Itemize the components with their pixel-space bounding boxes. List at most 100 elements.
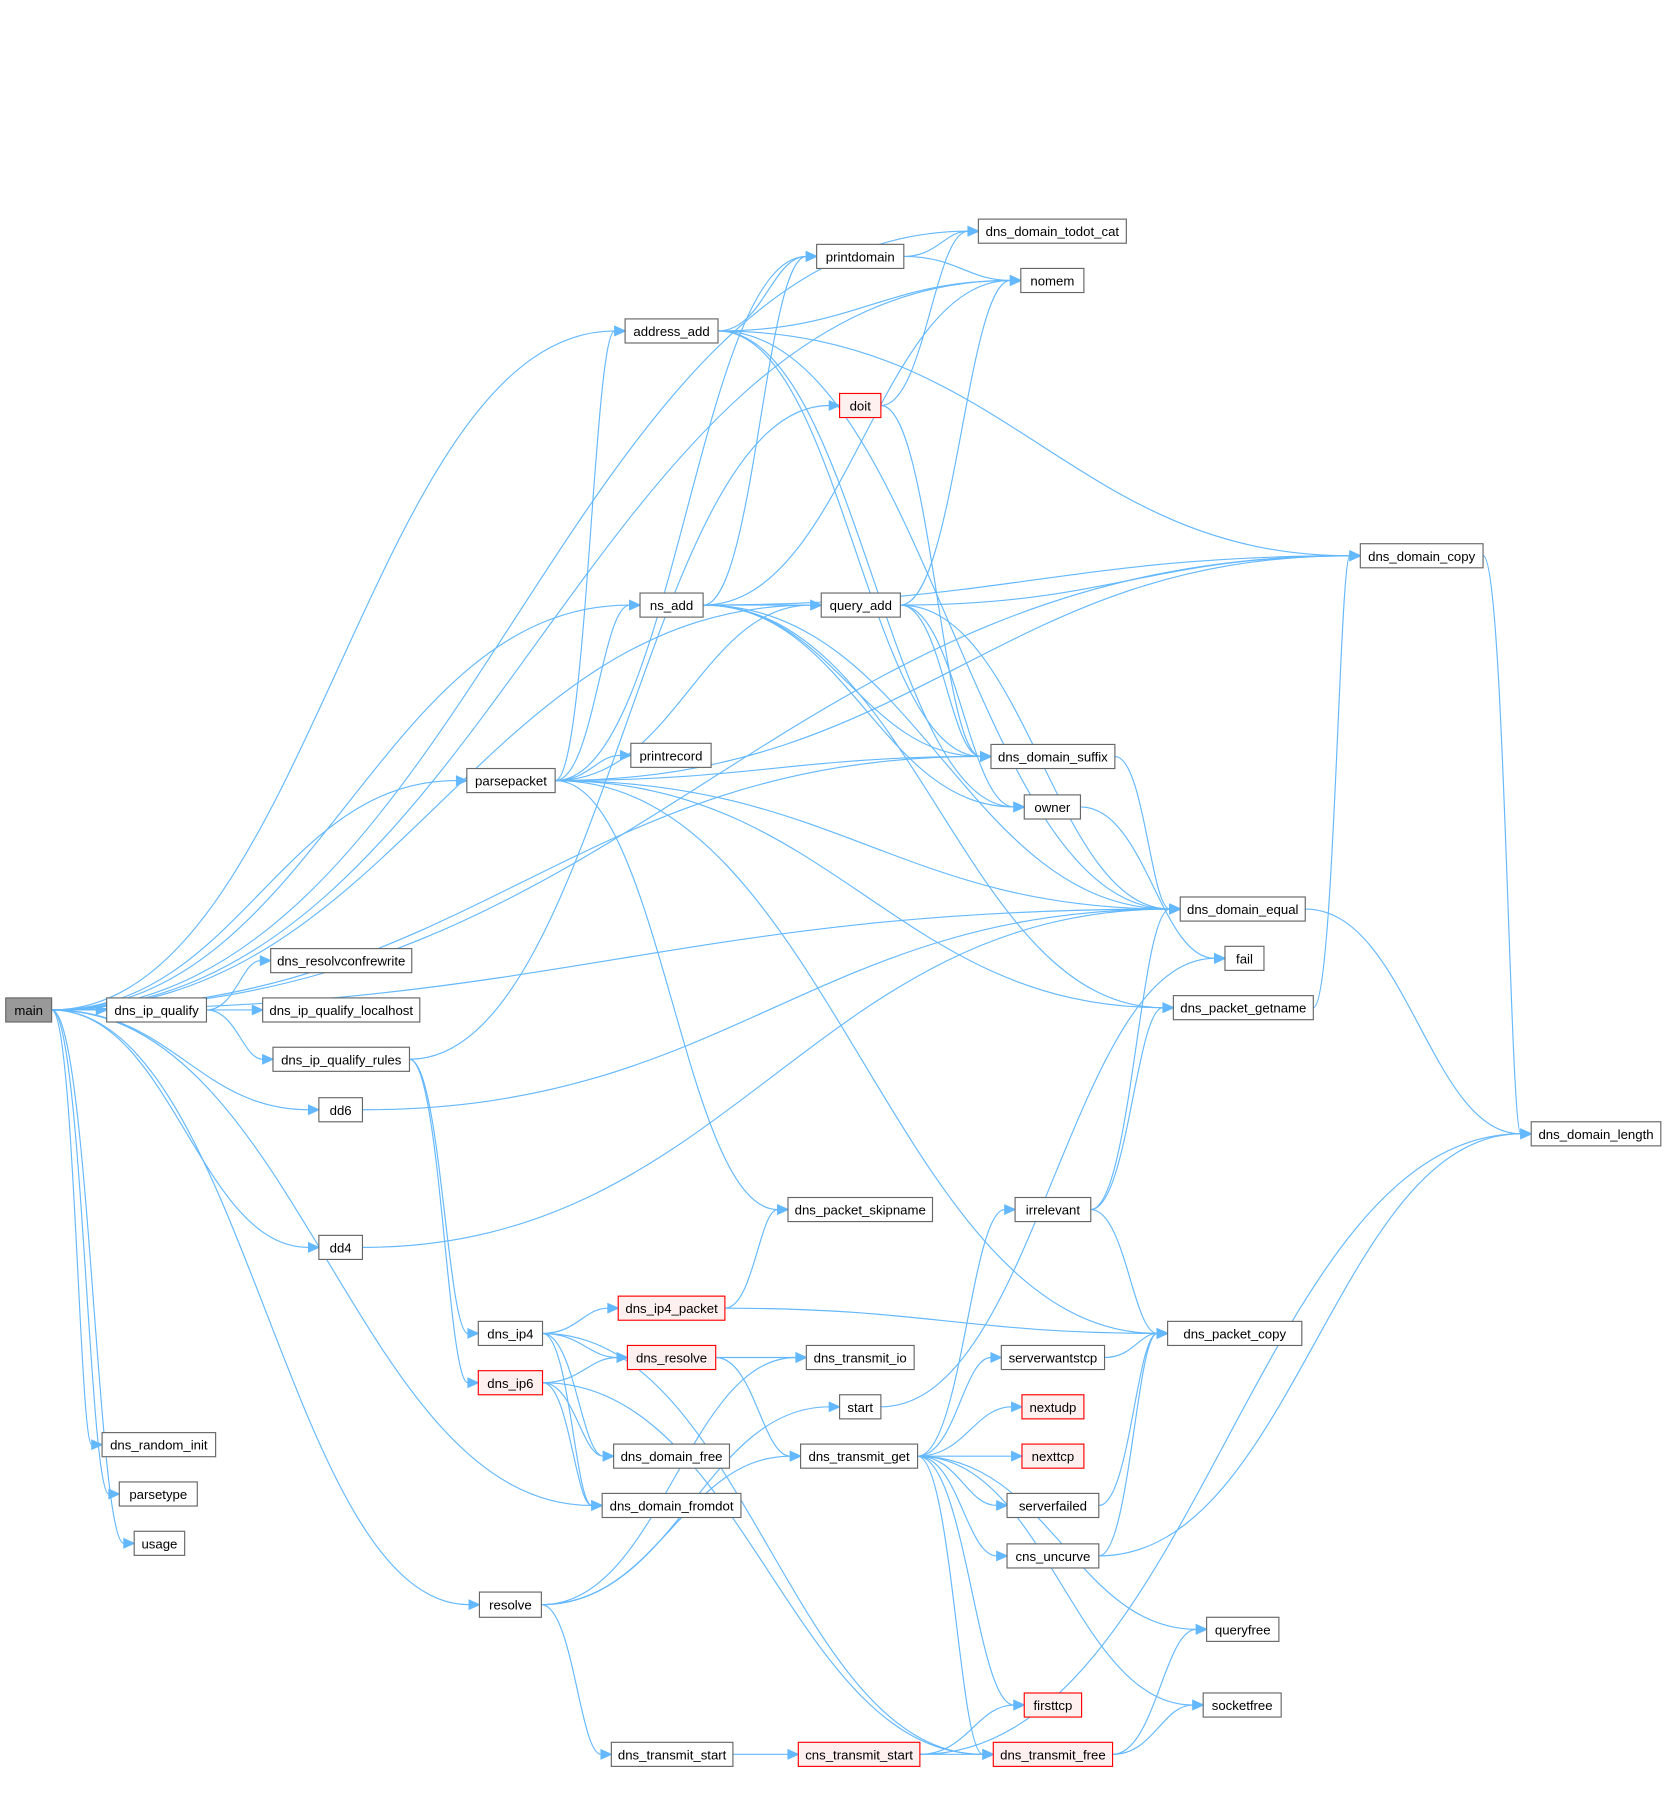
- node-dd6[interactable]: dd6: [318, 1097, 364, 1123]
- node-dns-transmit-free[interactable]: dns_transmit_free: [992, 1741, 1114, 1767]
- node-owner[interactable]: owner: [1023, 794, 1082, 820]
- edge-serverwantstcp-to-dns-packet-copy: [1104, 1332, 1158, 1359]
- node-label: usage: [141, 1536, 177, 1551]
- node-dns-packet-getname[interactable]: dns_packet_getname: [1172, 995, 1314, 1021]
- node-label: query_add: [830, 598, 892, 613]
- node-box: [1530, 1121, 1662, 1147]
- node-start[interactable]: start: [839, 1394, 882, 1420]
- edge-dns-transmit-free-to-queryfree: [1112, 1628, 1197, 1755]
- edge-dns-ip-qualify-rules-to-doit: [409, 404, 830, 1060]
- node-box: [1023, 794, 1082, 820]
- edge-irrelevant-to-dns-domain-equal-arrowhead: [1169, 903, 1182, 915]
- node-dns-packet-skipname[interactable]: dns_packet_skipname: [787, 1196, 934, 1223]
- edge-main-to-parsetype: [51, 1009, 110, 1495]
- node-dns-domain-copy[interactable]: dns_domain_copy: [1359, 543, 1484, 569]
- node-nextudp[interactable]: nextudp: [1021, 1394, 1085, 1420]
- node-box: [478, 1591, 542, 1618]
- node-dns-random-init[interactable]: dns_random_init: [101, 1432, 217, 1458]
- node-firsttcp[interactable]: firsttcp: [1023, 1692, 1083, 1718]
- edge-dns-ip-qualify-rules-to-dns-ip4-arrowhead: [467, 1327, 480, 1339]
- edge-serverfailed-to-dns-packet-copy: [1098, 1332, 1158, 1507]
- node-dns-domain-fromdot[interactable]: dns_domain_fromdot: [601, 1492, 742, 1519]
- node-box: [613, 1443, 731, 1469]
- edge-parsepacket-to-dns-packet-skipname: [555, 779, 778, 1211]
- node-dns-ip-qualify-rules[interactable]: dns_ip_qualify_rules: [272, 1046, 411, 1072]
- edge-parsepacket-to-ns-add-arrowhead: [629, 599, 642, 611]
- edge-dns-domain-copy-to-dns-domain-length: [1482, 555, 1522, 1135]
- node-nexttcp[interactable]: nexttcp: [1021, 1443, 1085, 1469]
- node-dns-domain-free[interactable]: dns_domain_free: [613, 1443, 731, 1469]
- edge-dns-transmit-get-to-irrelevant: [917, 1208, 1005, 1457]
- node-box: [1206, 1616, 1280, 1642]
- edge-parsepacket-to-dns-packet-copy: [555, 779, 1158, 1334]
- edge-main-to-dns-random-init-arrowhead: [91, 1439, 104, 1451]
- node-dns-ip4[interactable]: dns_ip4: [477, 1320, 544, 1347]
- node-dns-transmit-io[interactable]: dns_transmit_io: [805, 1344, 915, 1371]
- node-printdomain[interactable]: printdomain: [816, 243, 905, 270]
- node-socketfree[interactable]: socketfree: [1202, 1692, 1282, 1718]
- edge-printdomain-to-nomem: [903, 255, 1011, 282]
- edge-main-to-parsepacket-arrowhead: [455, 775, 469, 787]
- node-label: dns_domain_copy: [1368, 549, 1475, 564]
- node-box: [1023, 1692, 1083, 1718]
- node-nomem[interactable]: nomem: [1020, 267, 1085, 294]
- edge-dd6-to-dns-domain-equal: [362, 908, 1170, 1111]
- node-query-add[interactable]: query_add: [820, 592, 901, 618]
- node-label: dns_ip4_packet: [625, 1301, 718, 1316]
- node-label: dns_packet_copy: [1183, 1326, 1286, 1341]
- node-dns-resolve[interactable]: dns_resolve: [626, 1344, 717, 1371]
- node-label: doit: [850, 399, 872, 414]
- node-box: [118, 1481, 198, 1507]
- node-dns-domain-suffix[interactable]: dns_domain_suffix: [990, 743, 1116, 770]
- edge-dns-transmit-get-to-dns-transmit-free: [917, 1455, 984, 1755]
- node-dns-domain-length[interactable]: dns_domain_length: [1530, 1121, 1662, 1147]
- node-box: [1006, 1543, 1100, 1569]
- node-main[interactable]: main: [5, 997, 53, 1023]
- node-ns-add[interactable]: ns_add: [639, 592, 704, 618]
- node-resolve[interactable]: resolve: [478, 1591, 542, 1618]
- node-dns-transmit-start[interactable]: dns_transmit_start: [610, 1741, 734, 1767]
- node-parsetype[interactable]: parsetype: [118, 1481, 198, 1507]
- node-box: [101, 1432, 217, 1458]
- node-box: [1172, 995, 1314, 1021]
- node-dns-resolvconfrewrite[interactable]: dns_resolvconfrewrite: [270, 948, 413, 974]
- node-dd4[interactable]: dd4: [318, 1234, 364, 1261]
- node-label: main: [14, 1003, 43, 1018]
- node-irrelevant[interactable]: irrelevant: [1014, 1196, 1092, 1223]
- edge-resolve-to-dns-transmit-io-arrowhead: [795, 1352, 808, 1363]
- node-dns-domain-todot-cat[interactable]: dns_domain_todot_cat: [977, 218, 1127, 244]
- node-serverwantstcp[interactable]: serverwantstcp: [1000, 1344, 1106, 1371]
- node-address-add[interactable]: address_add: [624, 318, 719, 344]
- edge-doit-to-dns-domain-todot-cat: [880, 230, 969, 407]
- node-box: [1224, 945, 1265, 971]
- node-cns-uncurve[interactable]: cns_uncurve: [1006, 1543, 1100, 1569]
- node-dns-ip4-packet[interactable]: dns_ip4_packet: [617, 1295, 726, 1321]
- node-printrecord[interactable]: printrecord: [630, 742, 712, 768]
- node-doit[interactable]: doit: [839, 392, 882, 419]
- edge-dns-ip-qualify-to-dns-resolvconfrewrite: [206, 960, 261, 1011]
- edge-main-to-dns-domain-copy: [51, 555, 1350, 1011]
- node-label: dns_ip6: [487, 1376, 533, 1391]
- node-box: [477, 1320, 544, 1347]
- node-dns-domain-equal[interactable]: dns_domain_equal: [1179, 896, 1306, 922]
- node-fail[interactable]: fail: [1224, 945, 1265, 971]
- node-dns-ip-qualify-localhost[interactable]: dns_ip_qualify_localhost: [262, 997, 421, 1023]
- node-box: [639, 592, 704, 618]
- node-dns-ip6[interactable]: dns_ip6: [477, 1370, 544, 1396]
- node-usage[interactable]: usage: [133, 1530, 186, 1556]
- node-dns-ip-qualify[interactable]: dns_ip_qualify: [106, 997, 208, 1023]
- edge-dns-transmit-get-to-nextudp: [917, 1406, 1012, 1457]
- node-queryfree[interactable]: queryfree: [1206, 1616, 1280, 1642]
- edge-parsepacket-to-dns-domain-equal: [555, 779, 1170, 910]
- node-dns-transmit-get[interactable]: dns_transmit_get: [800, 1443, 919, 1469]
- node-box: [992, 1741, 1114, 1767]
- node-parsepacket[interactable]: parsepacket: [466, 767, 556, 794]
- edges-layer: [51, 225, 1533, 1760]
- node-serverfailed[interactable]: serverfailed: [1006, 1492, 1100, 1519]
- node-cns-transmit-start[interactable]: cns_transmit_start: [797, 1741, 921, 1767]
- edge-parsepacket-to-printdomain: [555, 255, 807, 782]
- edge-dns-ip6-to-dns-transmit-free: [542, 1382, 983, 1755]
- edge-cns-transmit-start-to-dns-domain-length: [919, 1133, 1521, 1755]
- node-dns-packet-copy[interactable]: dns_packet_copy: [1167, 1320, 1303, 1347]
